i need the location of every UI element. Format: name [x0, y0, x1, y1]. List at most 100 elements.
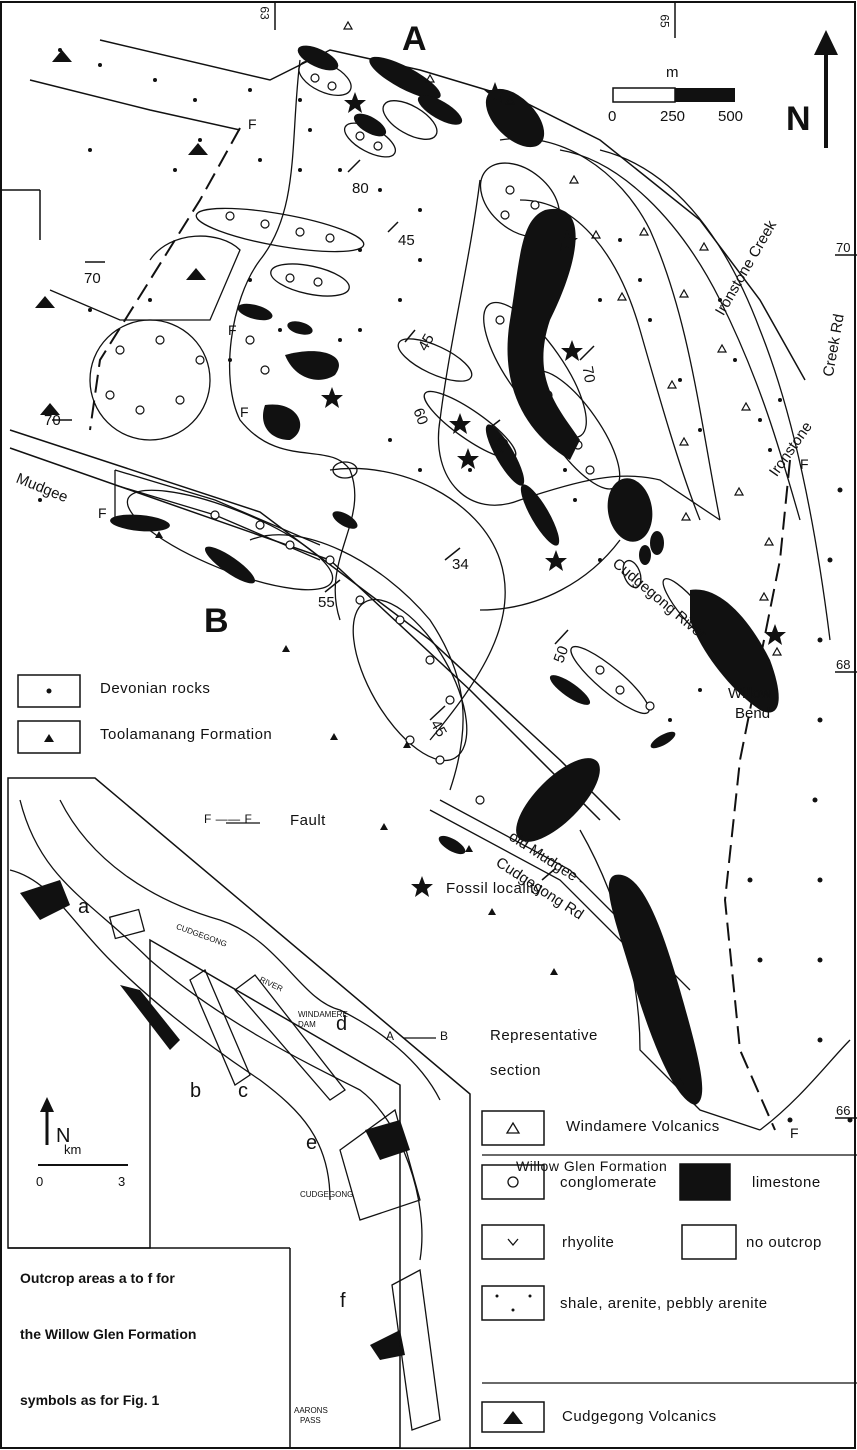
dip-value: 70 [44, 412, 61, 429]
inset-aarons-1: AARONS [294, 1406, 328, 1415]
inset-contact [19, 799, 423, 1261]
legend-dot-symbol [46, 688, 52, 694]
toolamanang-triangles [155, 531, 684, 1085]
scale-tick: 250 [660, 108, 686, 125]
legend-v-symbol [507, 1238, 519, 1247]
inset-area-a-box [108, 908, 146, 940]
legend-shale: shale, arenite, pebbly arenite [560, 1295, 768, 1312]
inset-area-f-box [391, 1268, 441, 1431]
inset-windamere-2: DAM [298, 1020, 316, 1029]
inset-scale-tick: 0 [36, 1174, 44, 1189]
fault-mark: F [800, 456, 809, 472]
legend-section-a: A [386, 1029, 395, 1043]
legend-devonian: Devonian rocks [100, 680, 211, 697]
road-edge [114, 469, 321, 546]
scale-tick: 500 [718, 108, 744, 125]
place-willow: Willow [728, 685, 772, 702]
dip-value: 34 [452, 556, 469, 573]
contact-line [479, 539, 621, 611]
north-label: N [786, 100, 811, 138]
fossil-localities [321, 82, 786, 645]
legend-conglomerate: conglomerate [560, 1174, 657, 1191]
legend-fault-symbol: F —— F [204, 812, 253, 826]
inset-limestone [365, 1120, 410, 1160]
inset-river [59, 799, 441, 1101]
scale-unit: m [666, 64, 679, 81]
contact-line [329, 467, 506, 741]
inset-area-e-box [339, 1108, 421, 1221]
scale-bar-black [675, 88, 735, 102]
fault-mark: F [228, 322, 237, 338]
legend-star-symbol [411, 876, 433, 897]
dip-value: 45 [398, 232, 415, 249]
legend-no-outcrop: no outcrop [746, 1234, 822, 1251]
fault-mark: F [98, 505, 107, 521]
inset-label-f: f [340, 1290, 346, 1312]
inset-caption-line: symbols as for Fig. 1 [20, 1392, 160, 1408]
windamere-triangles [342, 20, 783, 656]
inset-north-arrowhead [40, 1097, 54, 1112]
legend-section-2: section [490, 1062, 542, 1079]
cudgegong-volcanic-triangles [35, 50, 208, 415]
inset-scale-unit: km [64, 1142, 82, 1157]
dip-value: 70 [84, 270, 101, 287]
contact-line [499, 137, 721, 521]
legend-rhyolite: rhyolite [562, 1234, 615, 1251]
fault-mark: F [790, 1125, 799, 1141]
legend-windamere: Windamere Volcanics [566, 1118, 720, 1135]
inset-limestone [20, 880, 70, 920]
section-end-b: B [204, 602, 229, 640]
grid-number-68: 68 [836, 657, 851, 672]
inset-limestone [370, 1330, 405, 1360]
inset-windamere-1: WINDAMERE [298, 1010, 348, 1019]
inset-label-e: e [306, 1132, 318, 1154]
inset-area-c-box [234, 974, 346, 1101]
contact-line [437, 179, 721, 521]
inset-scale-tick: 3 [118, 1174, 126, 1189]
legend-limestone: limestone [752, 1174, 821, 1191]
legend-section-b: B [440, 1029, 449, 1043]
legend-cudgegong-volcanics: Cudgegong Volcanics [562, 1408, 717, 1425]
fault-mark: F [248, 116, 257, 132]
scale-tick: 0 [608, 108, 617, 125]
legend-triangle-symbol [44, 734, 54, 742]
legend-fossil: Fossil locality [446, 880, 543, 897]
inset-label-b: b [190, 1080, 202, 1102]
inset-cudgegong-town: CUDGEGONG [300, 1190, 354, 1199]
dip-value: 70 [578, 364, 599, 385]
inset-label-a: a [78, 896, 90, 918]
grid-number-63: 63 [257, 6, 272, 20]
contact-line [228, 59, 356, 621]
legend-dot-symbol [528, 1294, 532, 1298]
legend-willow-glen: Willow Glen Formation [516, 1158, 668, 1174]
grid-number-66: 66 [836, 1103, 851, 1118]
inset-label-d: d [336, 1013, 348, 1035]
inset-label-c: c [238, 1080, 248, 1102]
contact-line [9, 447, 601, 821]
legend-filled-triangle-symbol [503, 1411, 523, 1424]
contact-line [759, 1039, 851, 1131]
contact-line [49, 235, 241, 321]
inset-aarons-2: PASS [300, 1416, 321, 1425]
fault-mark: F [240, 404, 249, 420]
inset-limestone [120, 985, 180, 1050]
fault-line [723, 459, 791, 1131]
north-arrow-head [814, 30, 838, 55]
devonian-dots [38, 48, 853, 1123]
dip-value: 80 [352, 180, 369, 197]
inset-caption-line: Outcrop areas a to f for [20, 1270, 175, 1286]
legend-dot-symbol [511, 1308, 515, 1312]
legend-open-triangle-symbol [505, 1121, 521, 1134]
legend-toolamanang: Toolamanang Formation [100, 726, 273, 743]
inset-caption-line: the Willow Glen Formation [20, 1326, 197, 1342]
scale-bar-white [612, 87, 676, 103]
legend-circle-symbol [507, 1176, 519, 1188]
contact-line [29, 79, 241, 131]
inset-area-b-box [189, 969, 251, 1086]
dip-value: 55 [318, 594, 335, 611]
section-end-a: A [402, 20, 427, 58]
grid-number-70: 70 [836, 240, 851, 255]
grid-number-65: 65 [657, 14, 672, 28]
dip-symbols [52, 159, 595, 881]
